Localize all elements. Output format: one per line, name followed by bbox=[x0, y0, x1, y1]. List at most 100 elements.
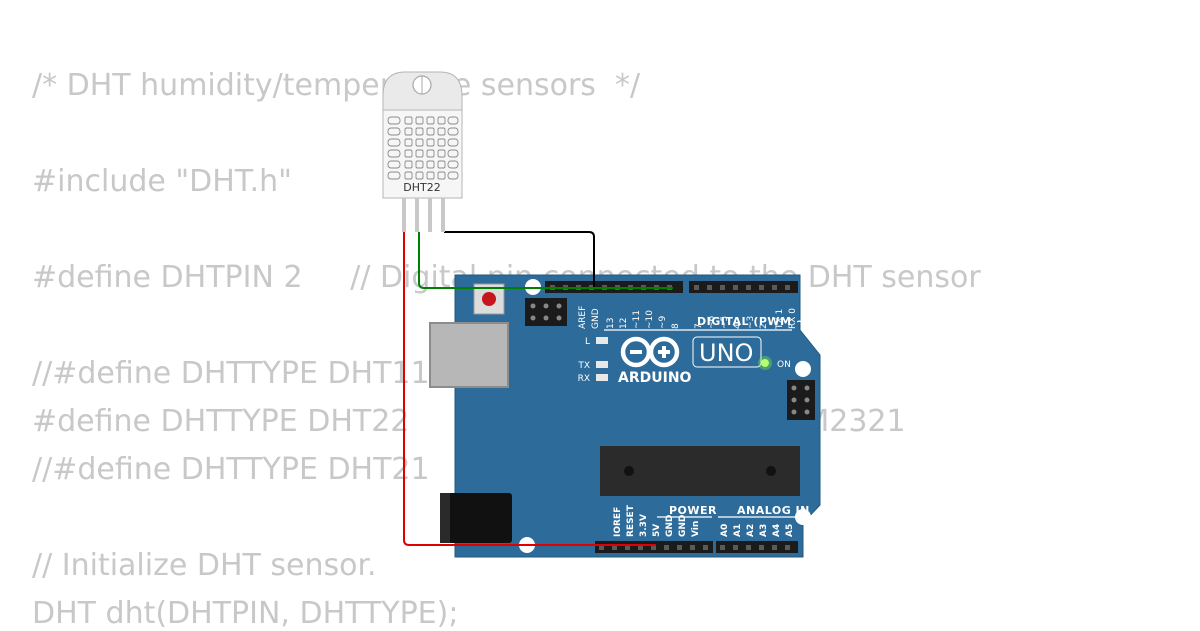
vent-hole bbox=[404, 160, 413, 169]
icsp-header-top bbox=[525, 298, 567, 326]
analog-pin-label: A5 bbox=[785, 524, 795, 537]
digital-pin-label: 12 bbox=[619, 318, 629, 329]
pin-socket[interactable] bbox=[651, 545, 656, 550]
code-line-dht21: //#define DHTTYPE DHT21 bbox=[32, 452, 430, 487]
vent-hole bbox=[426, 149, 435, 158]
pin-socket[interactable] bbox=[625, 545, 630, 550]
code-line-init-comment: // Initialize DHT sensor. bbox=[32, 548, 377, 583]
pin-socket[interactable] bbox=[664, 545, 669, 550]
analog-pin-label: A4 bbox=[772, 524, 782, 537]
sensor-label: DHT22 bbox=[403, 181, 440, 194]
wire-gnd[interactable] bbox=[444, 231, 595, 287]
vent-hole bbox=[415, 149, 424, 158]
digital-pin-label: 7 bbox=[694, 323, 704, 329]
power-pin-label: RESET bbox=[626, 504, 636, 537]
led-l-label: L bbox=[585, 337, 590, 347]
vent-hole bbox=[415, 171, 424, 180]
vent-hole bbox=[415, 127, 424, 136]
pin-socket[interactable] bbox=[785, 285, 790, 290]
reset-button-cap[interactable] bbox=[482, 292, 496, 306]
pin-socket[interactable] bbox=[772, 285, 777, 290]
uno-badge bbox=[692, 336, 762, 368]
code-line-dht11: //#define DHTTYPE DHT11 bbox=[32, 356, 430, 391]
sensor-vent-grille bbox=[387, 116, 459, 180]
vent-slot bbox=[387, 171, 401, 180]
vent-hole bbox=[426, 160, 435, 169]
icsp-top-pins bbox=[530, 303, 562, 321]
pin-socket[interactable] bbox=[759, 285, 764, 290]
digital-pwm-label: DIGITAL (PWM ~) bbox=[697, 315, 811, 328]
digital-pin-label: 2 bbox=[759, 323, 769, 329]
pin-socket[interactable] bbox=[612, 545, 617, 550]
digital-pin-label: ~9 bbox=[658, 315, 668, 329]
analog-pin-label: A3 bbox=[759, 524, 769, 537]
vent-hole bbox=[404, 116, 413, 125]
pin-socket[interactable] bbox=[720, 545, 725, 550]
analog-section-label: ANALOG IN bbox=[737, 504, 810, 517]
sensor-body bbox=[382, 109, 463, 199]
analog-pin-label: A1 bbox=[733, 524, 743, 537]
icsp-right-pins bbox=[791, 385, 810, 415]
power-led-label: ON bbox=[777, 360, 791, 370]
analog-pin-label: A0 bbox=[720, 524, 730, 537]
sensor-pins bbox=[402, 198, 445, 232]
pin-socket[interactable] bbox=[785, 545, 790, 550]
pin-socket[interactable] bbox=[703, 545, 708, 550]
led-tx-label: TX bbox=[577, 361, 590, 371]
led-rx-label: RX bbox=[578, 374, 590, 384]
vent-slot bbox=[387, 160, 401, 169]
vent-hole bbox=[404, 127, 413, 136]
power-jack-edge bbox=[440, 493, 450, 543]
pin-socket[interactable] bbox=[772, 545, 777, 550]
arduino-logo-icon bbox=[620, 336, 680, 368]
pin-socket[interactable] bbox=[599, 545, 604, 550]
digital-pin-label: TX 1 bbox=[775, 309, 785, 330]
vent-slot bbox=[447, 138, 459, 147]
vent-hole bbox=[426, 127, 435, 136]
vent-slot bbox=[447, 116, 459, 125]
icsp-header-right bbox=[787, 380, 815, 420]
pin-socket[interactable] bbox=[638, 545, 643, 550]
pin-socket[interactable] bbox=[733, 285, 738, 290]
power-pin-label: 3.3V bbox=[639, 514, 649, 537]
pin-socket[interactable] bbox=[690, 545, 695, 550]
pin-socket[interactable] bbox=[677, 545, 682, 550]
pin-socket[interactable] bbox=[746, 285, 751, 290]
pin-socket[interactable] bbox=[733, 545, 738, 550]
wire-data-pin2[interactable] bbox=[418, 232, 673, 289]
power-section-label: POWER bbox=[669, 504, 717, 517]
digital-pin-label: 4 bbox=[733, 323, 743, 329]
dht22-sensor[interactable]: DHT22 bbox=[382, 71, 463, 232]
pin-socket[interactable] bbox=[759, 545, 764, 550]
digital-pin-label: AREF bbox=[578, 306, 588, 329]
led-rx bbox=[596, 374, 608, 381]
vent-hole bbox=[426, 138, 435, 147]
power-pin-label: 5V bbox=[652, 524, 662, 537]
vent-hole bbox=[404, 149, 413, 158]
vent-hole bbox=[437, 171, 446, 180]
code-line-dht-constructor: DHT dht(DHTPIN, DHTTYPE); bbox=[32, 596, 459, 631]
vent-hole bbox=[437, 149, 446, 158]
pin-socket[interactable] bbox=[720, 285, 725, 290]
uno-model-text: UNO bbox=[699, 339, 753, 367]
pin-socket[interactable] bbox=[746, 545, 751, 550]
vent-hole bbox=[437, 138, 446, 147]
led-tx bbox=[596, 361, 608, 368]
digital-pin-label: ~11 bbox=[632, 310, 642, 329]
power-pin-label: Vin bbox=[691, 521, 701, 537]
power-pin-label: IOREF bbox=[613, 507, 623, 537]
pin-socket[interactable] bbox=[707, 285, 712, 290]
digital-header-right bbox=[689, 281, 798, 293]
vent-hole bbox=[415, 138, 424, 147]
wire-5v-power[interactable] bbox=[403, 232, 656, 546]
vent-slot bbox=[387, 138, 401, 147]
power-pin-label: GND bbox=[678, 515, 688, 537]
vent-slot bbox=[387, 127, 401, 136]
chip-notch bbox=[624, 466, 634, 476]
vent-slot bbox=[387, 149, 401, 158]
pin-socket[interactable] bbox=[694, 285, 699, 290]
